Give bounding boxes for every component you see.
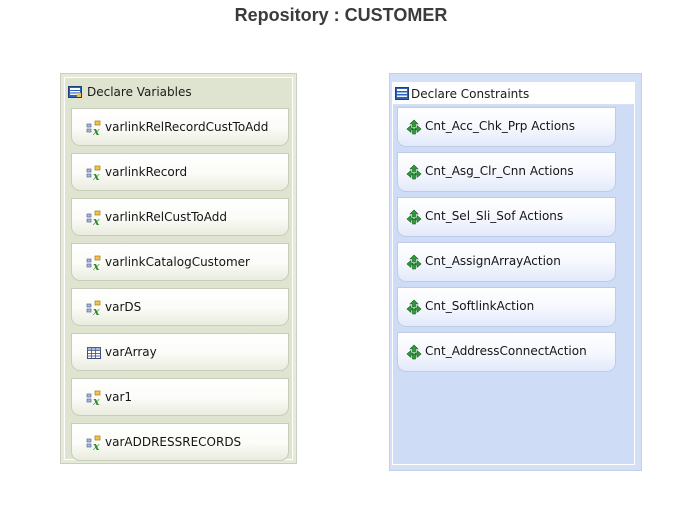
svg-text:x: x: [92, 305, 100, 316]
constraint-label: Cnt_Sel_Sli_Sof Actions: [425, 209, 564, 223]
variable-label: varADDRESSRECORDS: [105, 435, 242, 449]
declare-constraints-panel: Declare Constraints Cnt_Acc_Chk_Prp Acti…: [389, 73, 642, 471]
variable-item[interactable]: x varlinkRecord: [71, 153, 289, 191]
constraint-item[interactable]: Cnt_AddressConnectAction: [397, 332, 616, 372]
variable-link-icon: x: [86, 255, 101, 271]
constraint-label: Cnt_SoftlinkAction: [425, 299, 535, 313]
declare-constraints-header[interactable]: Declare Constraints: [393, 83, 634, 105]
constraint-arrows-icon: [406, 344, 422, 360]
svg-text:x: x: [92, 170, 100, 181]
variable-label: var1: [105, 390, 133, 404]
constraint-label: Cnt_AssignArrayAction: [425, 254, 561, 268]
constraint-item[interactable]: Cnt_AssignArrayAction: [397, 242, 616, 282]
variable-link-icon: x: [86, 120, 101, 136]
constraint-label: Cnt_Acc_Chk_Prp Actions: [425, 119, 576, 133]
constraint-arrows-icon: [406, 119, 422, 135]
declare-variables-panel: Declare Variables x varlinkRelRecordCust…: [60, 73, 297, 464]
variable-link-icon: x: [86, 165, 101, 181]
variable-item[interactable]: x varDS: [71, 288, 289, 326]
variable-item[interactable]: x varADDRESSRECORDS: [71, 423, 289, 461]
declare-constraints-icon: [395, 87, 409, 100]
variable-item[interactable]: x varlinkRelCustToAdd: [71, 198, 289, 236]
page-title: Repository : CUSTOMER: [234, 5, 448, 25]
variable-label: varlinkRelCustToAdd: [105, 210, 227, 224]
variable-label: varArray: [105, 345, 157, 359]
constraint-arrows-icon: [406, 164, 422, 180]
constraint-item[interactable]: Cnt_SoftlinkAction: [397, 287, 616, 327]
declare-variables-panel-inner: Declare Variables x varlinkRelRecordCust…: [64, 77, 293, 461]
constraint-item[interactable]: Cnt_Sel_Sli_Sof Actions: [397, 197, 616, 237]
variable-label: varlinkRecord: [105, 165, 188, 179]
array-grid-icon: [87, 347, 101, 359]
declare-constraints-panel-inner: Declare Constraints Cnt_Acc_Chk_Prp Acti…: [392, 82, 635, 465]
svg-text:x: x: [92, 440, 100, 451]
constraint-arrows-icon: [406, 209, 422, 225]
declare-constraints-label: Declare Constraints: [411, 87, 530, 101]
constraint-label: Cnt_AddressConnectAction: [425, 344, 587, 358]
variables-list: x varlinkRelRecordCustToAdd x varlinkRec…: [71, 108, 289, 468]
variable-item[interactable]: varArray: [71, 333, 289, 371]
variable-link-icon: x: [86, 300, 101, 316]
constraint-arrows-icon: [406, 254, 422, 270]
declare-variables-label: Declare Variables: [87, 85, 192, 99]
svg-text:x: x: [92, 260, 100, 271]
declare-variables-icon: [68, 86, 82, 98]
constraint-item[interactable]: Cnt_Asg_Clr_Cnn Actions: [397, 152, 616, 192]
variable-label: varlinkCatalogCustomer: [105, 255, 250, 269]
variable-link-icon: x: [86, 390, 101, 406]
variable-label: varlinkRelRecordCustToAdd: [105, 120, 269, 134]
constraint-arrows-icon: [406, 299, 422, 315]
constraint-item[interactable]: Cnt_Acc_Chk_Prp Actions: [397, 107, 616, 147]
variable-item[interactable]: x varlinkCatalogCustomer: [71, 243, 289, 281]
constraints-list: Cnt_Acc_Chk_Prp Actions Cnt_Asg_Clr_Cnn …: [397, 107, 616, 377]
variable-item[interactable]: x varlinkRelRecordCustToAdd: [71, 108, 289, 146]
svg-text:x: x: [92, 395, 100, 406]
svg-text:x: x: [92, 125, 100, 136]
variable-label: varDS: [105, 300, 142, 314]
declare-variables-header[interactable]: Declare Variables: [65, 82, 292, 102]
variable-link-icon: x: [86, 435, 101, 451]
variable-link-icon: x: [86, 210, 101, 226]
variable-item[interactable]: x var1: [71, 378, 289, 416]
constraint-label: Cnt_Asg_Clr_Cnn Actions: [425, 164, 574, 178]
svg-text:x: x: [92, 215, 100, 226]
